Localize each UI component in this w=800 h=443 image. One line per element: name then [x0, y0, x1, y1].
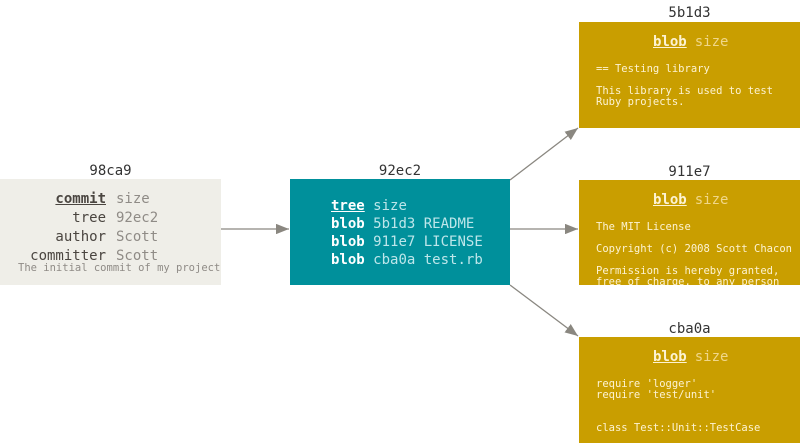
blob-line: require 'test/unit': [596, 389, 717, 401]
commit-tree-key: tree: [72, 210, 106, 226]
blob-id-label: 5b1d3: [668, 5, 711, 21]
blob-line: == Testing library: [596, 63, 710, 75]
blob-type: blob: [653, 349, 687, 365]
blob-type: blob: [653, 192, 687, 208]
tree-object: tree size blob 5b1d3 README blob 911e7 L…: [290, 179, 510, 285]
blob-line: Copyright (c) 2008 Scott Chacon: [596, 243, 792, 255]
commit-author-val: Scott: [116, 229, 159, 245]
tree-entry-hash: 911e7: [373, 234, 416, 250]
blob-line: Permission is hereby granted,: [596, 265, 780, 277]
tree-size: size: [373, 198, 407, 214]
blob-line: The MIT License: [596, 221, 691, 233]
tree-entry-name: test.rb: [423, 252, 483, 268]
commit-committer-val: Scott: [116, 248, 159, 264]
arrow-tree-to-cba0a: [509, 284, 579, 337]
blob-size: size: [694, 349, 729, 365]
commit-message: The initial commit of my project: [18, 262, 221, 274]
blob-size: size: [694, 34, 729, 50]
tree-entry-kind: blob: [331, 252, 365, 268]
commit-committer-key: committer: [30, 248, 106, 264]
blob-line: This library is used to test: [596, 85, 774, 97]
tree-entry-hash: 5b1d3: [373, 216, 416, 232]
tree-entry-name: LICENSE: [423, 234, 483, 250]
commit-id-label: 98ca9: [89, 163, 132, 179]
tree-entry-name: README: [423, 216, 475, 232]
blob-id-label: cba0a: [668, 321, 711, 337]
blob-object-5b1d3: blob size == Testing library This library…: [579, 22, 800, 128]
blob-line: require 'logger': [596, 378, 698, 390]
tree-entry-kind: blob: [331, 234, 365, 250]
arrow-tree-to-5b1d3: [509, 127, 579, 181]
tree-entry-kind: blob: [331, 216, 365, 232]
commit-tree-val: 92ec2: [116, 210, 159, 226]
blob-object-911e7: blob size The MIT License Copyright (c) 2…: [579, 180, 800, 285]
blob-line: Ruby projects.: [596, 96, 685, 108]
blob-line: class Test::Unit::TestCase: [596, 422, 761, 434]
commit-type: commit: [55, 191, 106, 207]
tree-type: tree: [331, 198, 365, 214]
blob-line: free of charge, to any person: [596, 276, 780, 286]
commit-size: size: [116, 191, 150, 207]
commit-object: commit tree author committer size 92ec2 …: [0, 179, 221, 285]
blob-id-label: 911e7: [668, 164, 711, 180]
commit-author-key: author: [55, 229, 106, 245]
tree-id-label: 92ec2: [378, 163, 422, 179]
tree-entry-hash: cba0a: [373, 252, 416, 268]
blob-object-cba0a: blob size require 'logger' require 'test/…: [579, 337, 800, 443]
blob-type: blob: [653, 34, 687, 50]
blob-size: size: [694, 192, 729, 208]
